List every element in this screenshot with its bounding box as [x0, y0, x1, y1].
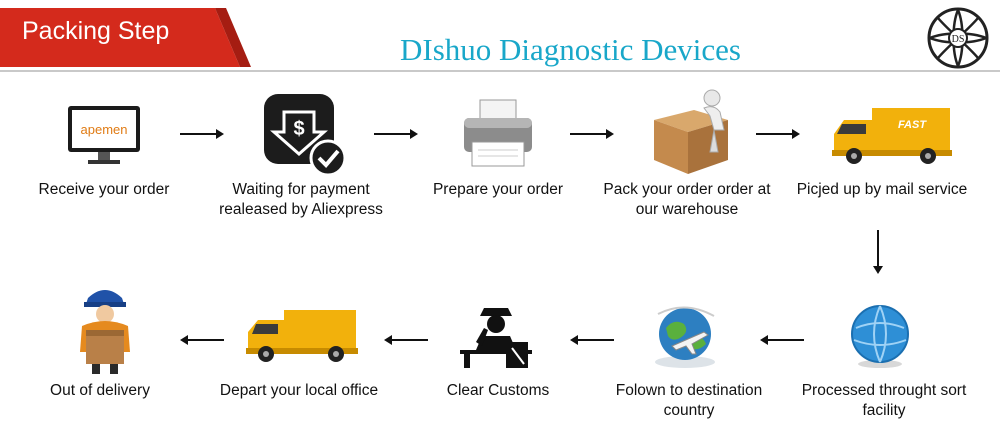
- step-label: Prepare your order: [403, 180, 593, 200]
- printer-icon: [458, 98, 538, 170]
- step-label: Pack your order order at our warehouse: [592, 180, 782, 220]
- brand-logo: DS: [926, 6, 990, 70]
- arrow-down-icon: [872, 230, 884, 274]
- svg-text:DS: DS: [952, 34, 965, 45]
- courier-icon: [70, 282, 140, 374]
- monitor-icon: apemen: [64, 92, 144, 172]
- customs-officer-icon: [454, 302, 538, 368]
- svg-text:$: $: [293, 118, 304, 140]
- header-divider: [0, 70, 1000, 72]
- step-label: Receive your order: [9, 180, 199, 200]
- brand-name: DIshuo Diagnostic Devices: [400, 28, 760, 72]
- step-label: Folown to destination country: [594, 381, 784, 421]
- step-label: Out of delivery: [5, 381, 195, 401]
- arrow-right-icon: [374, 128, 418, 140]
- step-label: Picjed up by mail service: [787, 180, 977, 200]
- arrow-right-icon: [570, 128, 614, 140]
- blue-globe-icon: [842, 300, 918, 370]
- arrow-right-icon: [180, 128, 224, 140]
- arrow-left-icon: [180, 334, 224, 346]
- arrow-left-icon: [384, 334, 428, 346]
- globe-plane-icon: [642, 292, 728, 374]
- arrow-right-icon: [756, 128, 800, 140]
- arrow-left-icon: [760, 334, 804, 346]
- box-worker-icon: [648, 86, 738, 178]
- delivery-truck-icon: [246, 306, 358, 364]
- fast-truck-icon: FAST: [832, 104, 952, 166]
- step-label: Waiting for payment realeased by Aliexpr…: [206, 180, 396, 220]
- step-label: Depart your local office: [204, 381, 394, 401]
- svg-text:FAST: FAST: [898, 119, 927, 131]
- payment-icon: $: [262, 92, 348, 178]
- page-title: Packing Step: [22, 12, 232, 50]
- svg-text:apemen: apemen: [81, 122, 128, 137]
- step-label: Clear Customs: [403, 381, 593, 401]
- step-label: Processed throught sort facility: [789, 381, 979, 421]
- arrow-left-icon: [570, 334, 614, 346]
